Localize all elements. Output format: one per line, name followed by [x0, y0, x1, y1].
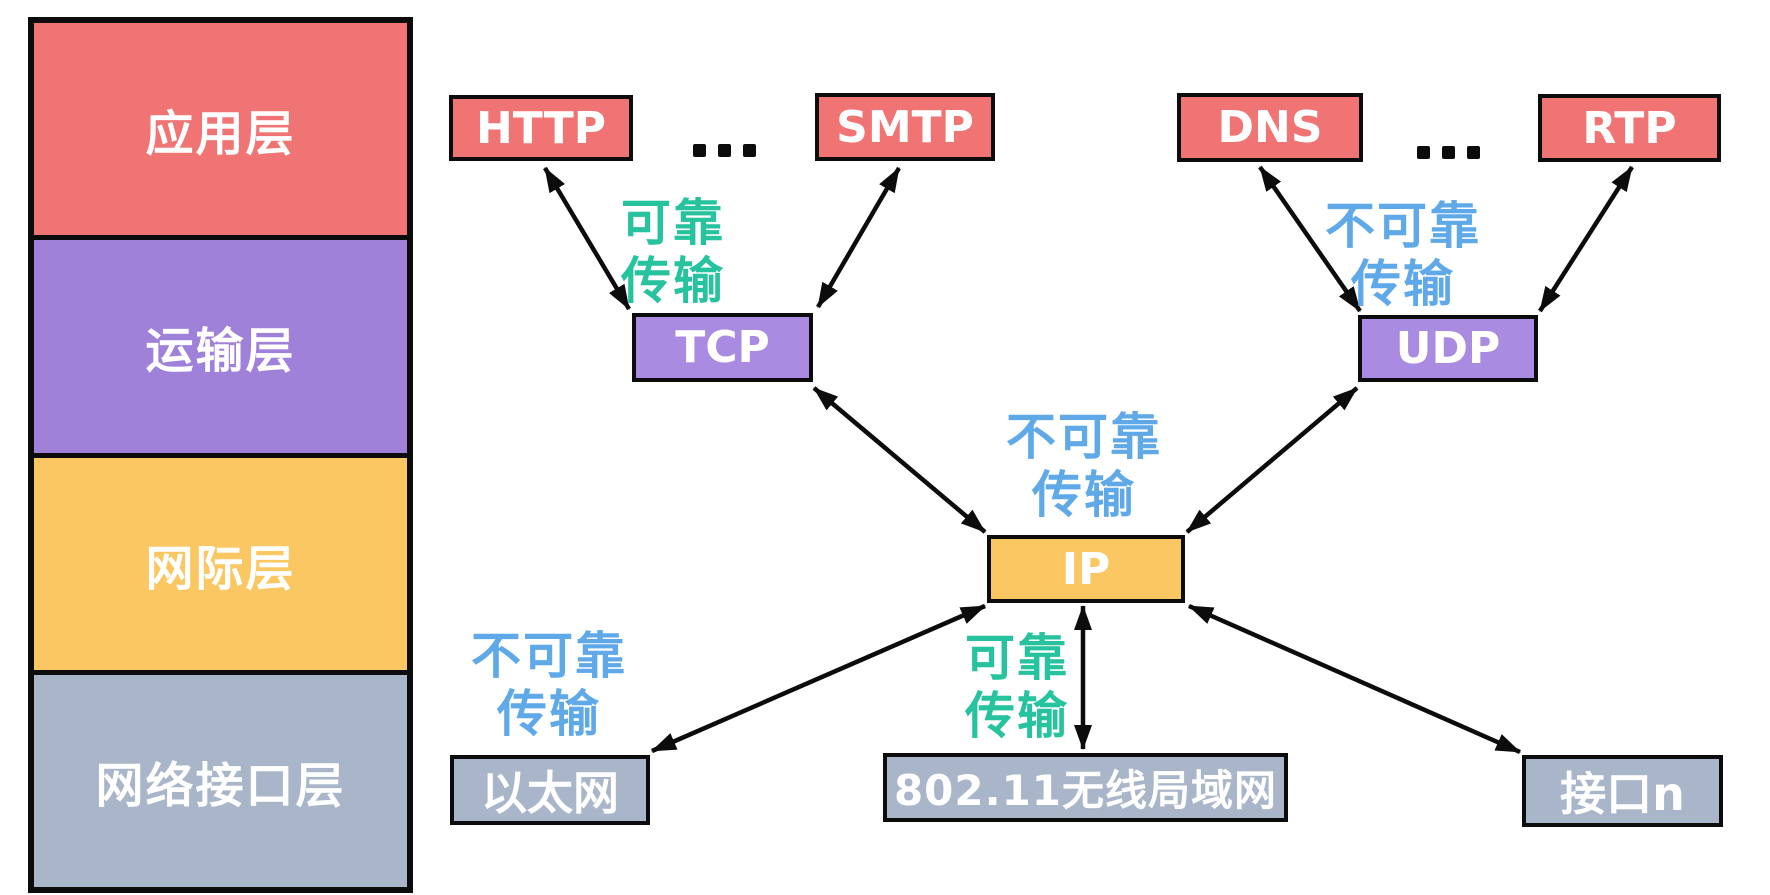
caption-line: 传输 [621, 252, 725, 310]
arrow-ip-interface-n [1188, 603, 1521, 755]
caption-line: 传输 [1032, 466, 1136, 524]
caption-line: 不可靠 [1325, 197, 1481, 255]
dot-icon [1442, 146, 1455, 159]
caption-reliable-transmission-top: 可靠 传输 [553, 194, 793, 310]
protocol-layer-stack: 应用层 运输层 网际层 网络接口层 [28, 17, 413, 893]
ellipsis-left-icon [693, 144, 756, 157]
layer-row-application: 应用层 [34, 23, 407, 236]
protocol-box-ethernet: 以太网 [450, 755, 650, 825]
caption-line: 可靠 [621, 194, 725, 252]
caption-line: 传输 [965, 687, 1069, 745]
dot-icon [718, 144, 731, 157]
layer-label-network-interface: 网络接口层 [95, 757, 346, 814]
protocol-box-udp: UDP [1358, 315, 1538, 382]
layer-label-internet: 网际层 [145, 540, 296, 597]
dot-icon [743, 144, 756, 157]
caption-line: 不可靠 [1006, 408, 1162, 466]
arrow-tcp-ip [812, 386, 987, 534]
protocol-box-interface-n: 接口n [1522, 755, 1723, 827]
arrow-smtp-tcp [816, 166, 901, 309]
ellipsis-right-icon [1417, 146, 1480, 159]
caption-line: 传输 [497, 685, 601, 743]
protocol-box-dns: DNS [1177, 93, 1363, 162]
caption-line: 传输 [1351, 255, 1455, 313]
protocol-box-smtp: SMTP [815, 93, 995, 161]
protocol-box-http: HTTP [449, 95, 633, 161]
protocol-box-tcp: TCP [632, 313, 813, 382]
layer-label-application: 应用层 [145, 106, 296, 163]
caption-reliable-transmission-bottom: 可靠 传输 [897, 629, 1137, 745]
protocol-box-wlan-802-11: 802.11无线局域网 [883, 753, 1288, 822]
layer-label-transport: 运输层 [145, 323, 296, 380]
caption-unreliable-transmission-right: 不可靠 传输 [1283, 197, 1523, 313]
layer-row-network-interface: 网络接口层 [34, 674, 407, 887]
arrow-rtp-udp [1538, 165, 1634, 313]
dot-icon [1467, 146, 1480, 159]
protocol-box-ip: IP [987, 535, 1185, 603]
caption-unreliable-transmission-middle: 不可靠 传输 [964, 408, 1204, 524]
dot-icon [1417, 146, 1430, 159]
protocol-box-rtp: RTP [1538, 94, 1721, 162]
layer-row-transport: 运输层 [34, 240, 407, 453]
caption-line: 可靠 [965, 629, 1069, 687]
caption-unreliable-transmission-bottom-left: 不可靠 传输 [429, 627, 669, 743]
layer-row-internet: 网际层 [34, 457, 407, 670]
arrow-udp-ip [1185, 386, 1359, 534]
dot-icon [693, 144, 706, 157]
caption-line: 不可靠 [471, 627, 627, 685]
